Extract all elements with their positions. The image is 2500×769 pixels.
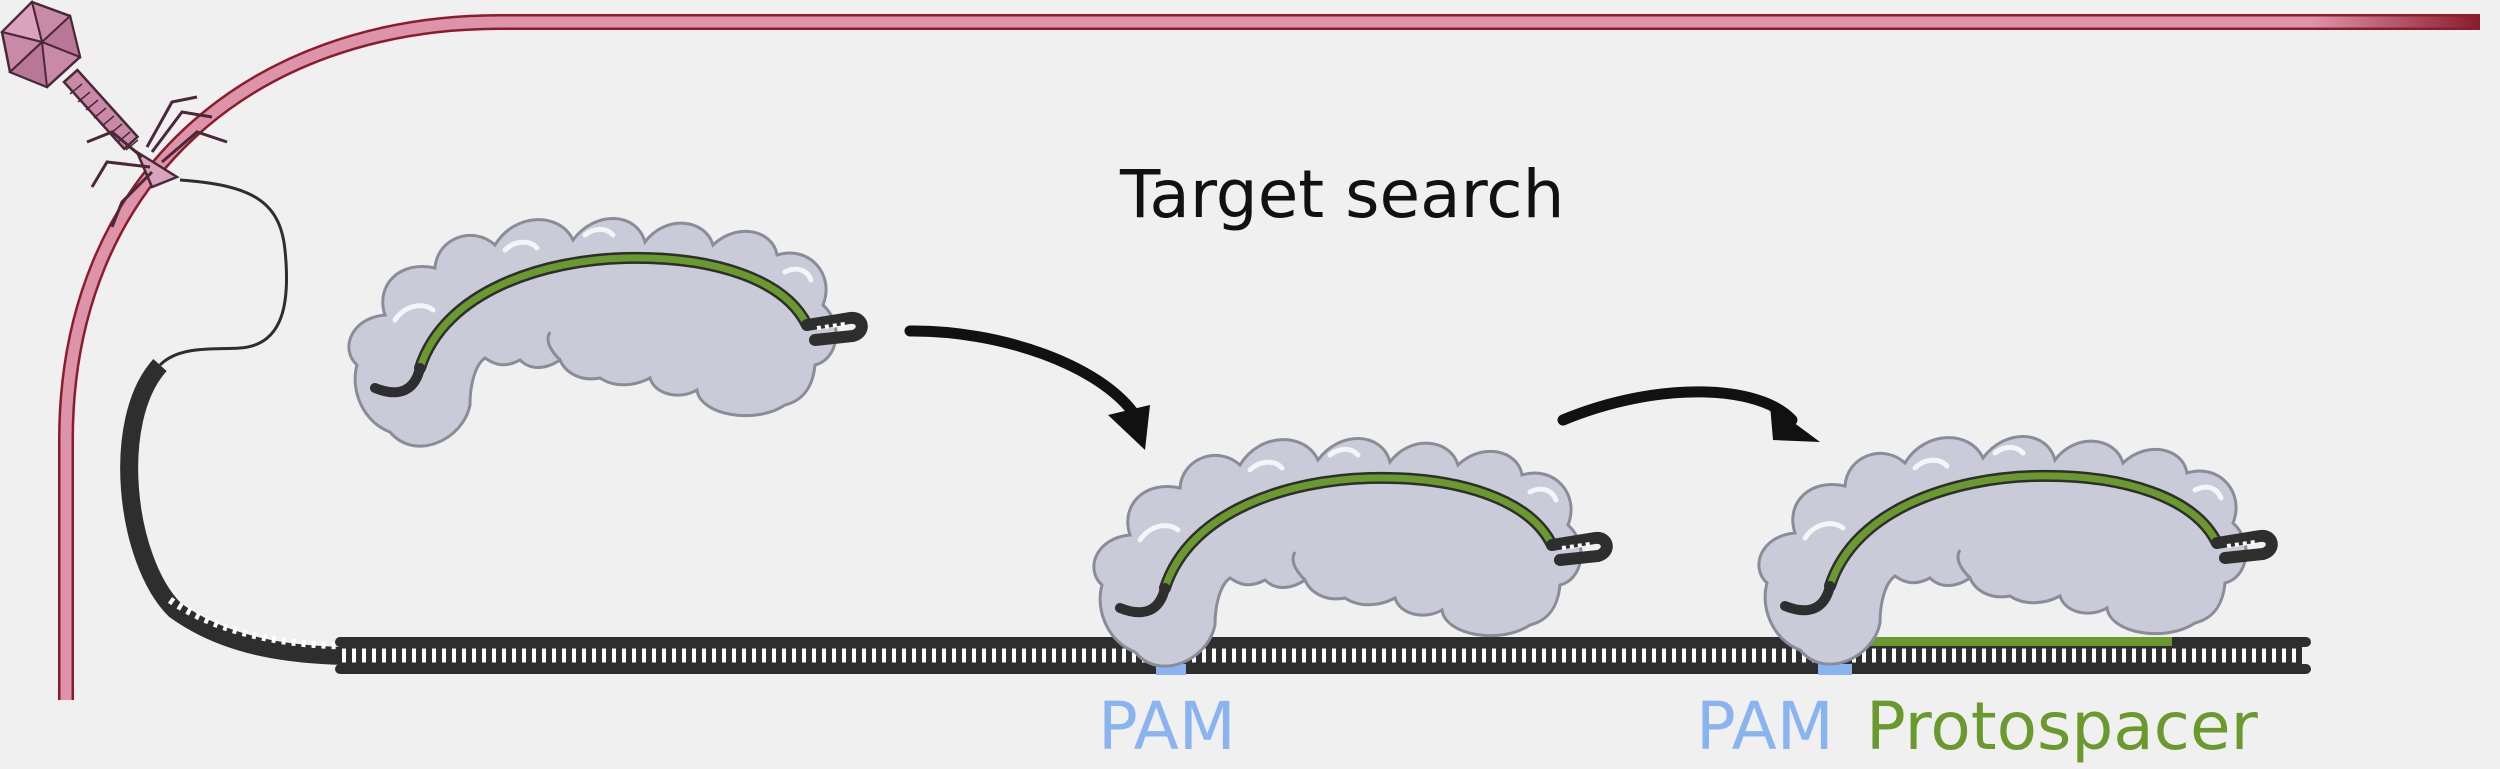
dna-curve-rungs	[167, 597, 346, 650]
pam-label-right: PAM	[1696, 688, 1834, 765]
dna-curve	[120, 358, 346, 665]
cas-complex-icon	[349, 218, 862, 446]
cas-complex-icon	[1759, 436, 2272, 664]
arrow-icon	[904, 325, 1150, 450]
cell-membrane-fill	[60, 16, 2480, 700]
arrow-icon	[1557, 386, 1820, 442]
diagram-title: Target search	[1120, 156, 1565, 233]
phage-icon	[0, 0, 229, 229]
cas-complex-icon	[1094, 438, 1607, 666]
protospacer-segment	[1856, 637, 2172, 646]
injected-dna-strand	[158, 178, 289, 367]
pam-label-left: PAM	[1098, 688, 1236, 765]
protospacer-label: Protospacer	[1866, 688, 2258, 765]
